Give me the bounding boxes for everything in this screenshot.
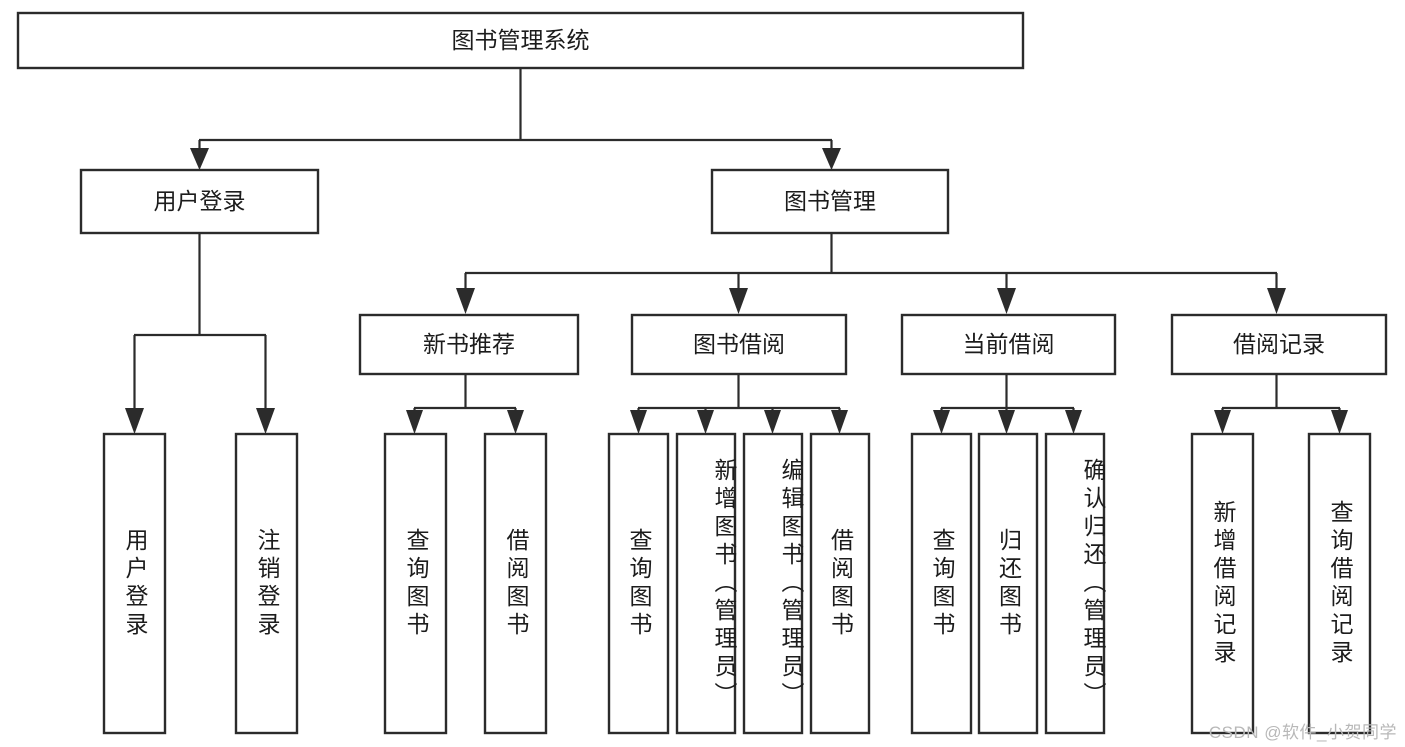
arrow-head-to-borrow-record: [1267, 288, 1286, 314]
arrow-head-leaf-nb-1: [507, 410, 524, 434]
arrow-head-leaf-cb-2: [1065, 410, 1082, 434]
arrow-head-to-current-borrow: [997, 288, 1016, 314]
arrow-head-leaf-bb-3: [831, 410, 848, 434]
arrow-head-leaf-br-1: [1331, 410, 1348, 434]
connector-group-borrow-record: [1214, 374, 1348, 434]
connector-group-user-login: [125, 233, 275, 434]
leaf-box-book-borrow-0[interactable]: [607, 432, 670, 735]
leaf-box-new-book-0[interactable]: [383, 432, 448, 735]
leaf-box-borrow-record-1[interactable]: [1307, 432, 1372, 735]
leaf-box-current-borrow-1[interactable]: [977, 432, 1039, 735]
connector-group-book-manage: [456, 233, 1286, 314]
node-borrow-record-box[interactable]: [1170, 313, 1388, 376]
leaf-box-borrow-record-0[interactable]: [1190, 432, 1255, 735]
arrow-head-leaf-bb-0: [630, 410, 647, 434]
csdn-watermark: CSDN @软件_小贺同学: [1208, 723, 1397, 742]
leaf-box-book-borrow-3[interactable]: [809, 432, 871, 735]
node-book-borrow-box[interactable]: [630, 313, 848, 376]
node-new-book-box[interactable]: [358, 313, 580, 376]
leaf-box-current-borrow-2[interactable]: [1044, 432, 1106, 735]
label-book-borrow: 图书借阅: [693, 331, 785, 357]
arrow-head-to-book-manage: [822, 148, 841, 170]
arrow-head-leaf-cb-0: [933, 410, 950, 434]
arrow-head-leaf-bb-1: [697, 410, 714, 434]
leaf-box-user-login-1[interactable]: [234, 432, 299, 735]
leaf-box-book-borrow-2[interactable]: [742, 432, 804, 735]
leaf-box-user-login-0[interactable]: [102, 432, 167, 735]
arrow-head-leaf-cb-1: [998, 410, 1015, 434]
leaf-box-book-borrow-1[interactable]: [675, 432, 737, 735]
arrow-head-leaf-nb-0: [406, 410, 423, 434]
leaf-box-new-book-1[interactable]: [483, 432, 548, 735]
arrow-head-leaf-bb-2: [764, 410, 781, 434]
arrow-head-leaf-user-login-1: [256, 408, 275, 434]
label-borrow-record: 借阅记录: [1233, 331, 1325, 357]
leaf-box-current-borrow-0[interactable]: [910, 432, 973, 735]
arrow-head-leaf-br-0: [1214, 410, 1231, 434]
label-current-borrow: 当前借阅: [963, 331, 1055, 357]
connector-group-root: [190, 69, 841, 170]
arrow-head-to-user-login: [190, 148, 209, 170]
connector-group-book-borrow: [630, 374, 848, 434]
label-user-login: 用户登录: [154, 188, 246, 214]
connector-group-new-book: [406, 374, 524, 434]
node-current-borrow-box[interactable]: [900, 313, 1117, 376]
arrow-head-to-new-book: [456, 288, 475, 314]
arrow-head-leaf-user-login-0: [125, 408, 144, 434]
connector-group-current-borrow: [933, 374, 1082, 434]
node-root-box[interactable]: [16, 11, 1025, 70]
arrow-head-to-book-borrow: [729, 288, 748, 314]
label-root: 图书管理系统: [452, 27, 590, 53]
label-new-book: 新书推荐: [423, 331, 515, 357]
node-user-login-box[interactable]: [79, 168, 320, 235]
node-book-manage-box[interactable]: [710, 168, 950, 235]
label-book-manage: 图书管理: [784, 188, 876, 214]
